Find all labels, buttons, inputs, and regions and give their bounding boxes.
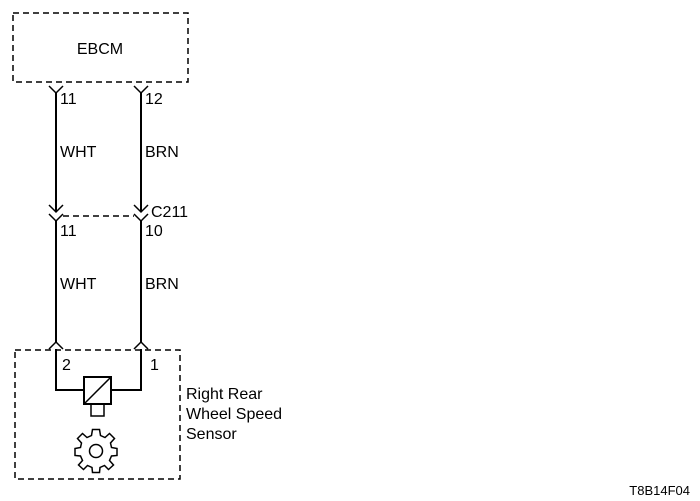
sensor-pin-right: 1 (150, 357, 159, 374)
gear-outline (74, 428, 118, 474)
connector-c211: C211 11 10 (48, 204, 188, 240)
connector-name: C211 (151, 204, 188, 221)
sensor-box (14, 349, 181, 480)
wire-color-left-upper: WHT (60, 144, 97, 161)
sensor-lead-left (55, 349, 84, 391)
gear-hub (88, 443, 104, 459)
gear-icon (74, 428, 118, 474)
ebcm-module: EBCM (12, 12, 189, 83)
connector-chevron-left (48, 213, 64, 223)
lower-wires: WHT BRN (55, 221, 179, 342)
sensor-label-line-2: Wheel Speed (186, 406, 282, 423)
connector-pin-right: 10 (145, 223, 163, 240)
ebcm-label: EBCM (77, 41, 123, 58)
sensor-terminal-right (133, 340, 149, 350)
sensor-label-line-3: Sensor (186, 426, 237, 443)
connector-arrow-right-top (133, 204, 149, 214)
connector-pin-left: 11 (60, 223, 77, 240)
sensor-probe-tip (90, 403, 105, 417)
ebcm-pin-left: 11 (60, 91, 77, 108)
figure-id: T8B14F04 (629, 483, 690, 498)
upper-wires: 11 12 WHT BRN (48, 85, 179, 212)
sensor-lead-right (111, 349, 142, 391)
wire-color-left-lower: WHT (60, 276, 97, 293)
wire-color-right-lower: BRN (145, 276, 179, 293)
sensor-coil-diagonal (83, 376, 112, 405)
sensor-terminal-left (48, 340, 64, 350)
wire-color-right-upper: BRN (145, 144, 179, 161)
ebcm-pin-right: 12 (145, 91, 163, 108)
sensor-description: Right Rear Wheel Speed Sensor (186, 386, 287, 443)
sensor-label-line-1: Right Rear (186, 386, 263, 403)
sensor-pin-left: 2 (62, 357, 71, 374)
wheel-speed-sensor: 2 1 (14, 340, 181, 480)
connector-chevron-right (133, 213, 149, 223)
connector-arrow-left-top (48, 204, 64, 214)
ebcm-box (12, 12, 189, 83)
